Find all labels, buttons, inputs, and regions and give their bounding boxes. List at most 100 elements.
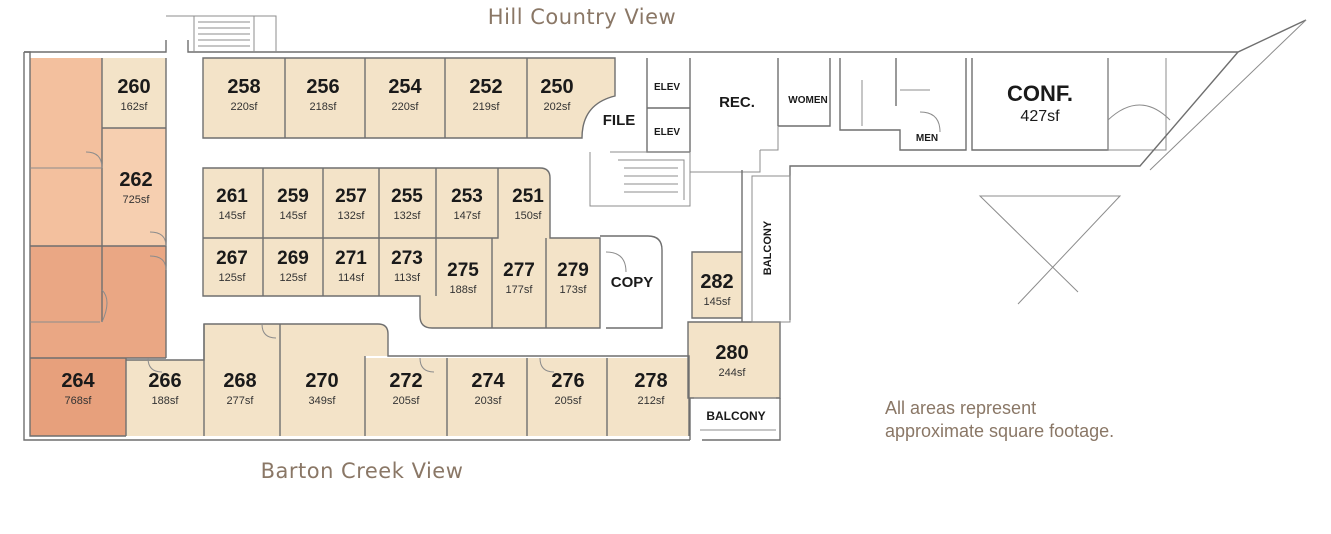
suite-area: 125sf (280, 272, 308, 284)
area-note-line-2: approximate square footage. (885, 421, 1114, 441)
suite-282: 282 145sf (700, 271, 733, 308)
suite-area: 145sf (219, 210, 247, 222)
suite-area: 150sf (515, 210, 543, 222)
barton-creek-view-title: Barton Creek View (261, 459, 464, 483)
suite-number: 259 (277, 186, 309, 207)
suite-number: 252 (469, 76, 502, 98)
suite-area: 205sf (393, 395, 421, 407)
suite-area: 277sf (227, 395, 255, 407)
suite-number: 282 (700, 271, 733, 293)
mens-restroom-label: MEN (916, 133, 938, 144)
suite-266: 266 188sf (148, 370, 181, 407)
suite-number: 257 (335, 186, 367, 207)
suite-267: 267 125sf (216, 248, 248, 284)
building-walls (23, 15, 1307, 441)
suite-number: 279 (557, 260, 589, 281)
suite-261: 261 145sf (216, 186, 248, 222)
suite-268: 268 277sf (223, 370, 256, 407)
suite-number: 273 (391, 248, 423, 269)
suite-area: 125sf (219, 272, 247, 284)
suite-area: 147sf (454, 210, 482, 222)
suite-number: 266 (148, 370, 181, 392)
suite-area: 212sf (638, 395, 666, 407)
suite-area: 768sf (65, 395, 93, 407)
suite-number: 271 (335, 248, 367, 269)
file-room-label: FILE (603, 112, 636, 129)
conference-room-area: 427sf (1020, 108, 1060, 125)
suite-number: 258 (227, 76, 260, 98)
suite-area: 219sf (473, 101, 501, 113)
suite-number: 275 (447, 260, 479, 281)
suite-number: 270 (305, 370, 338, 392)
suite-273: 273 113sf (391, 248, 423, 284)
suite-area: 162sf (121, 101, 149, 113)
suite-number: 276 (551, 370, 584, 392)
suite-257: 257 132sf (335, 186, 367, 222)
area-note-line-1: All areas represent (885, 398, 1036, 418)
suite-number: 251 (512, 186, 544, 207)
suite-259: 259 145sf (277, 186, 309, 222)
conference-room-label: CONF. (1007, 81, 1073, 106)
suite-278: 278 212sf (634, 370, 667, 407)
suite-area: 132sf (394, 210, 422, 222)
suite-253: 253 147sf (451, 186, 483, 222)
suite-number: 261 (216, 186, 248, 207)
suite-area: 203sf (475, 395, 503, 407)
suite-area: 145sf (704, 296, 732, 308)
suite-number: 269 (277, 248, 309, 269)
reception-label: REC. (719, 94, 755, 111)
suite-area: 205sf (555, 395, 583, 407)
suite-area: 349sf (309, 395, 337, 407)
balcony-side-label: BALCONY (762, 220, 774, 275)
suite-number: 253 (451, 186, 483, 207)
suite-number: 278 (634, 370, 667, 392)
suite-number: 274 (471, 370, 505, 392)
suite-277: 277 177sf (503, 260, 535, 296)
suite-275: 275 188sf (447, 260, 479, 296)
suite-number: 250 (540, 76, 573, 98)
suite-251: 251 150sf (512, 186, 544, 222)
suite-number: 277 (503, 260, 535, 281)
copy-room-label: COPY (611, 274, 654, 291)
suite-252: 252 219sf (469, 76, 502, 113)
suite-258: 258 220sf (227, 76, 260, 113)
suite-area: 218sf (310, 101, 338, 113)
suite-area: 114sf (338, 272, 365, 284)
womens-restroom-label: WOMEN (788, 95, 827, 106)
suite-276: 276 205sf (551, 370, 584, 407)
suite-number: 254 (388, 76, 422, 98)
suite-270: 270 349sf (305, 370, 338, 407)
suite-area: 220sf (231, 101, 259, 113)
suite-area: 113sf (394, 272, 421, 284)
suite-number: 255 (391, 186, 423, 207)
suite-area: 188sf (152, 395, 180, 407)
suite-274: 274 203sf (471, 370, 505, 407)
suite-254: 254 220sf (388, 76, 422, 113)
suite-260: 260 162sf (117, 76, 150, 113)
suite-area: 132sf (338, 210, 366, 222)
suite-number: 262 (119, 169, 152, 191)
suite-fills (30, 58, 780, 436)
suite-number: 260 (117, 76, 150, 98)
suite-area: 220sf (392, 101, 420, 113)
suite-area: 202sf (544, 101, 572, 113)
suite-area: 244sf (719, 367, 747, 379)
suite-250: 250 202sf (540, 76, 573, 113)
suite-271: 271 114sf (335, 248, 367, 284)
suite-269: 269 125sf (277, 248, 309, 284)
suite-area: 188sf (450, 284, 478, 296)
suite-number: 267 (216, 248, 248, 269)
hill-country-view-title: Hill Country View (488, 5, 676, 29)
suite-number: 268 (223, 370, 256, 392)
elevator-1-label: ELEV (654, 82, 680, 93)
suite-area: 145sf (280, 210, 308, 222)
suite-area: 177sf (506, 284, 534, 296)
